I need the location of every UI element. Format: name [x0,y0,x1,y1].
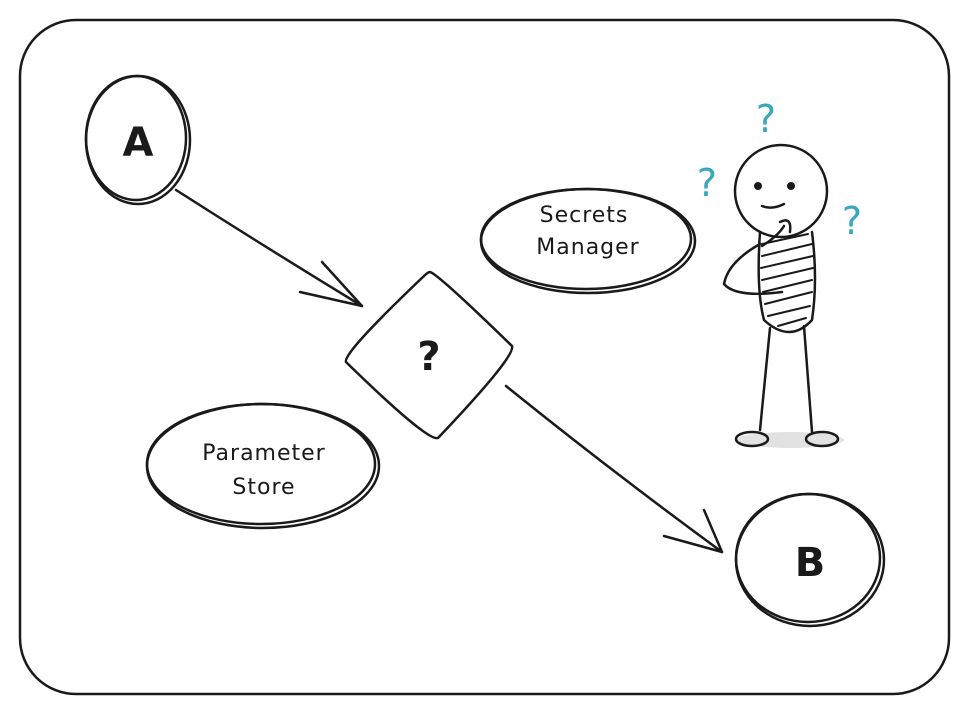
secrets-manager-line2: Manager [536,235,639,260]
parameter-store-line2: Store [232,475,295,500]
parameter-store-option: Parameter Store [145,402,381,530]
question-mark-icon: ? [842,199,862,243]
secrets-manager-line1: Secrets [540,203,629,228]
question-marks: ? ? ? [697,97,862,243]
node-b: B [734,492,886,628]
arrow-a-to-decision [174,188,364,308]
thinking-person-icon [722,143,844,448]
parameter-store-line1: Parameter [202,441,325,466]
arrow-decision-to-b [504,384,724,554]
outer-frame [18,18,951,696]
question-mark-icon: ? [756,97,776,141]
decision-label: ? [417,334,440,380]
node-a-label: A [123,120,154,166]
question-mark-icon: ? [697,161,717,205]
node-a: A [84,74,192,206]
secrets-manager-option: Secrets Manager [479,187,697,295]
decision-diamond: ? [344,270,514,440]
node-b-label: B [795,540,826,586]
